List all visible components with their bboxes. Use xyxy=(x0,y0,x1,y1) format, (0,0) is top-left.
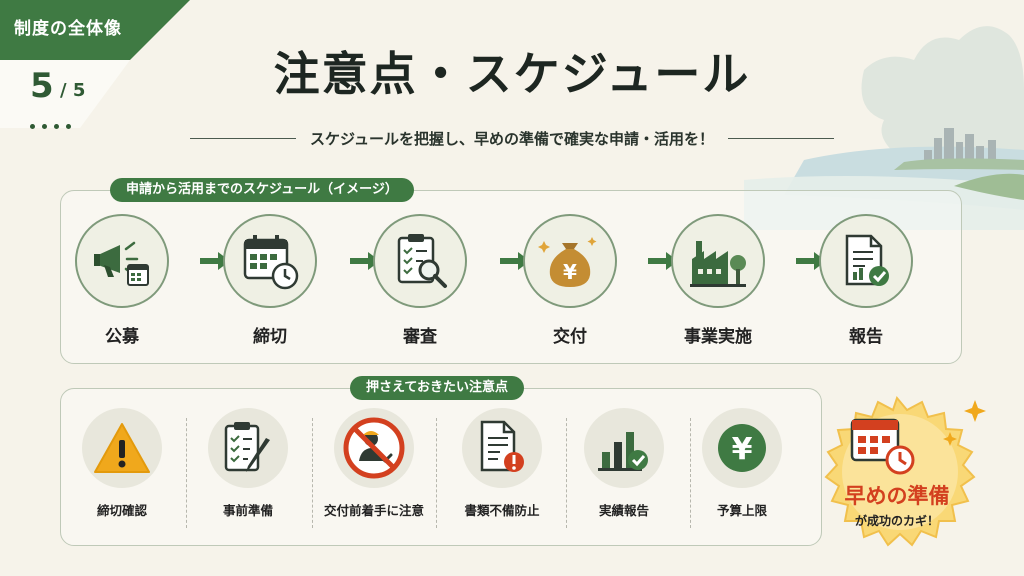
note-item: 書類不備防止 xyxy=(444,408,560,519)
divider xyxy=(690,418,691,528)
checklist-pencil-icon xyxy=(224,422,270,472)
schedule-heading: 申請から活用までのスケジュール（イメージ） xyxy=(110,178,414,202)
page-dots xyxy=(30,114,78,133)
schedule-step-label: 締切 xyxy=(253,327,287,347)
page-total: / 5 xyxy=(60,80,86,101)
schedule-step-label: 公募 xyxy=(105,327,139,347)
schedule-step-label: 報告 xyxy=(849,327,883,347)
schedule-step-label: 審査 xyxy=(403,327,437,347)
calendar-clock-icon xyxy=(850,418,915,475)
no-construction-icon xyxy=(343,417,405,479)
megaphone-calendar-icon xyxy=(94,241,149,286)
note-item: 事前準備 xyxy=(190,408,306,519)
divider xyxy=(312,418,313,528)
schedule-panel xyxy=(60,190,962,364)
factory-tree-icon xyxy=(690,241,746,287)
arrow-right-icon xyxy=(500,252,530,270)
city-landscape-illustration xyxy=(744,26,1024,230)
yen-money-bag-icon: ¥ xyxy=(538,237,597,287)
section-label: 制度の全体像 xyxy=(14,19,122,39)
schedule-step-label: 事業実施 xyxy=(684,327,752,347)
arrow-right-icon xyxy=(648,252,678,270)
schedule-step-label: 交付 xyxy=(553,327,587,347)
note-label: 実績報告 xyxy=(598,503,649,518)
schedule-step: 報告 xyxy=(816,214,916,347)
yen-circle-icon: ¥ xyxy=(718,424,766,472)
note-label: 交付前着手に注意 xyxy=(323,503,424,518)
callout-sub-text: が成功のカギ！ xyxy=(854,514,939,528)
svg-text:¥: ¥ xyxy=(732,432,753,467)
schedule-step: 審査 xyxy=(370,214,470,347)
section-corner-tab: 制度の全体像 5 / 5 xyxy=(0,0,190,129)
note-label: 事前準備 xyxy=(222,503,273,518)
warning-icon xyxy=(94,423,150,473)
document-check-icon xyxy=(845,234,889,286)
note-label: 予算上限 xyxy=(716,503,767,518)
clipboard-magnifier-icon xyxy=(397,234,447,288)
note-item: 実績報告 xyxy=(566,408,682,519)
note-item: ¥ 予算上限 xyxy=(684,408,800,519)
page-subtitle: スケジュールを把握し、早めの準備で確実な申請・活用を！ xyxy=(310,130,714,148)
notes-panel xyxy=(60,388,822,546)
notes-heading: 押さえておきたい注意点 xyxy=(350,376,524,400)
schedule-step: 事業実施 xyxy=(668,214,768,347)
note-item: 交付前着手に注意 xyxy=(316,408,432,519)
document-alert-icon xyxy=(480,420,524,472)
divider xyxy=(436,418,437,528)
callout-main-text: 早めの準備 xyxy=(844,484,950,508)
note-label: 締切確認 xyxy=(96,503,147,518)
divider xyxy=(186,418,187,528)
schedule-step: 締切 xyxy=(220,214,320,347)
calendar-clock-icon xyxy=(243,235,299,290)
svg-text:¥: ¥ xyxy=(563,260,577,284)
note-label: 書類不備防止 xyxy=(464,503,540,518)
arrow-right-icon xyxy=(350,252,380,270)
starburst-badge xyxy=(824,395,986,547)
schedule-step: ¥ 交付 xyxy=(520,214,620,347)
bar-chart-check-icon xyxy=(598,432,648,471)
arrow-right-icon xyxy=(796,252,826,270)
schedule-step: 公募 xyxy=(72,214,172,347)
divider xyxy=(566,418,567,528)
subtitle-row: スケジュールを把握し、早めの準備で確実な申請・活用を！ xyxy=(190,128,835,149)
arrow-right-icon xyxy=(200,252,230,270)
page-number: 5 xyxy=(30,66,54,106)
note-item: 締切確認 xyxy=(64,408,180,519)
page-title: 注意点・スケジュール xyxy=(273,47,751,101)
